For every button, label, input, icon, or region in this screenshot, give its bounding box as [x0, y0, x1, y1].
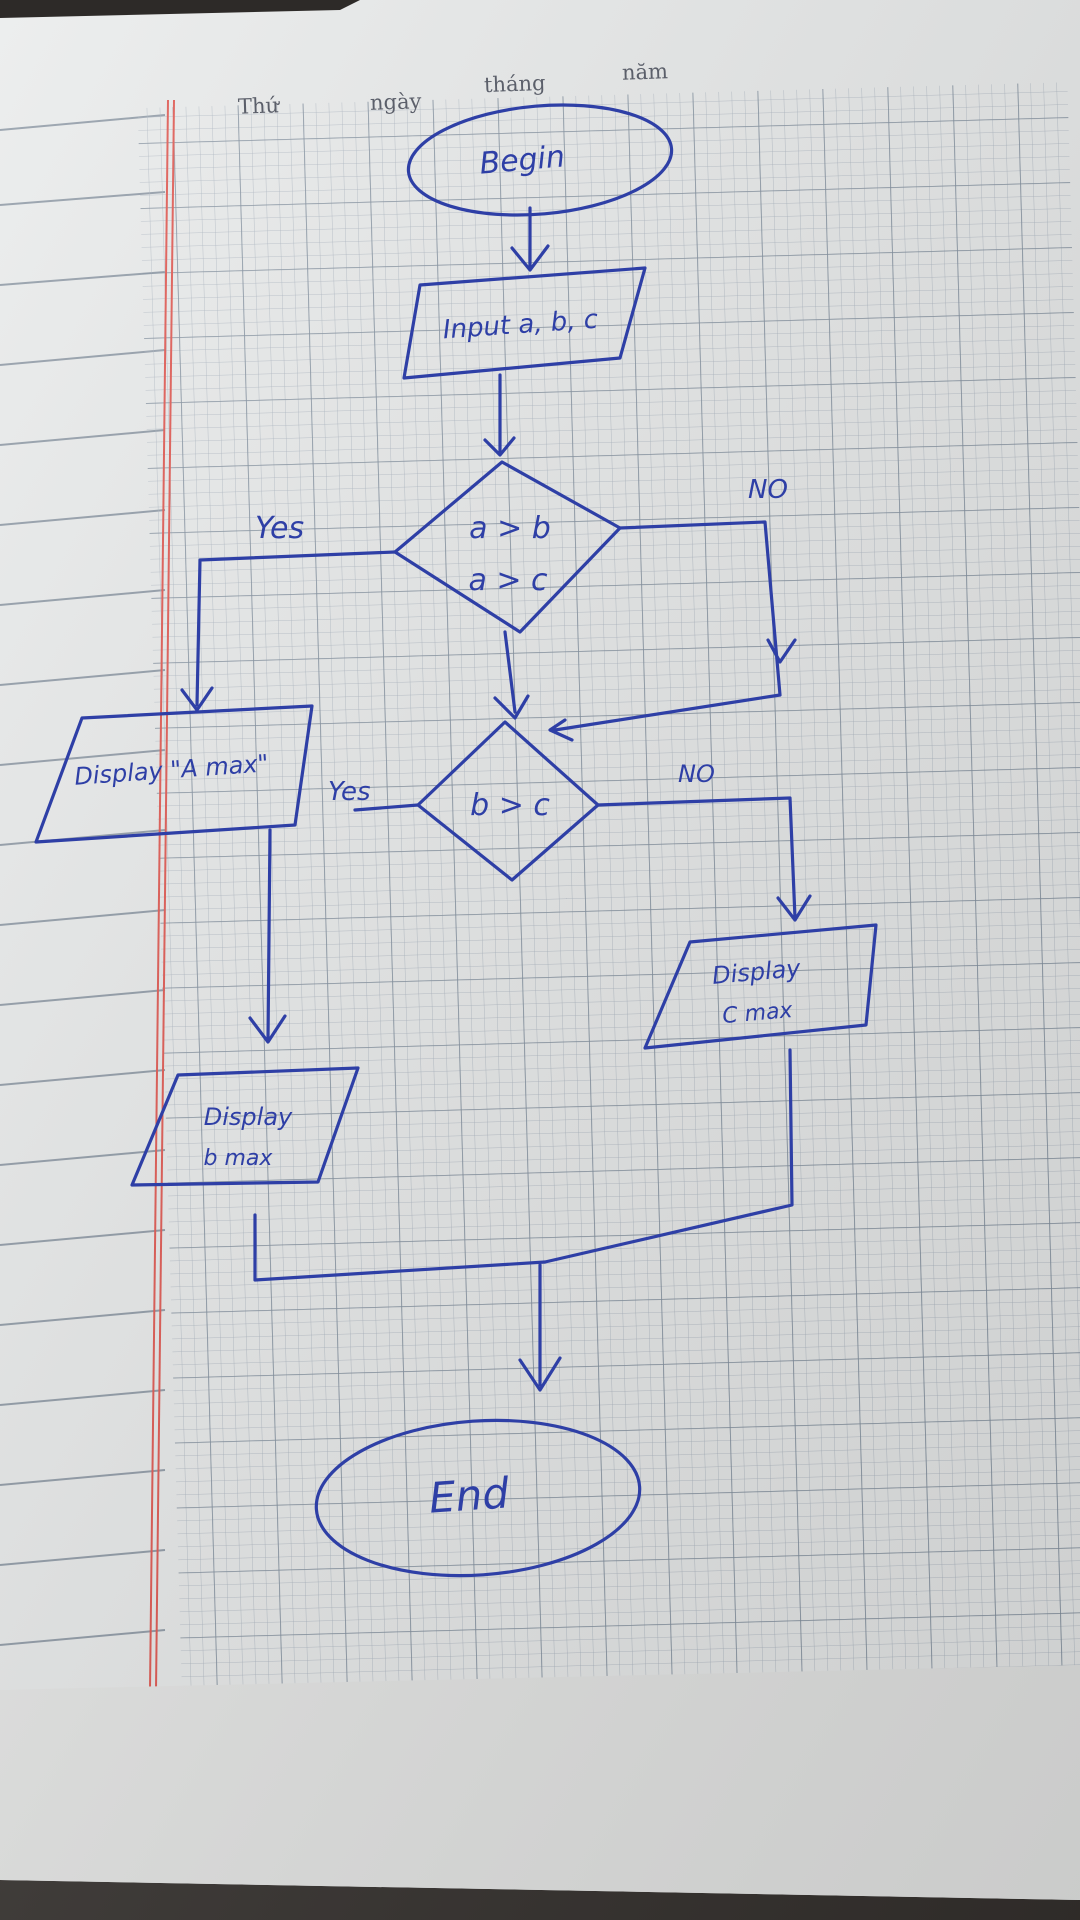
start-label: Begin	[478, 139, 566, 181]
input-box	[402, 266, 647, 380]
end-terminal	[314, 1418, 642, 1578]
output-c-line2: C max	[721, 998, 794, 1029]
decision1-line2: a > c	[468, 563, 548, 598]
merge-right-line	[543, 1048, 794, 1264]
decision2-diamond	[416, 720, 600, 882]
arrow-decision2-no	[596, 796, 812, 922]
arrow-decision1-yes	[180, 550, 397, 712]
merge-left-line	[253, 1213, 547, 1282]
output-b-line2: b max	[204, 1146, 274, 1171]
arrow-decision1-decision2	[493, 630, 530, 720]
arrow-decision2-yes	[248, 803, 420, 1044]
arrow-merge-end	[518, 1263, 562, 1392]
end-label: End	[427, 1468, 510, 1522]
decision1-no-label: NO	[748, 475, 788, 505]
decision2-yes-label: Yes	[328, 777, 371, 807]
arrow-decision1-no	[548, 520, 797, 742]
output-b-box	[130, 1066, 360, 1187]
output-a-label: Display "A max"	[73, 749, 269, 791]
decision1-line1: a > b	[469, 511, 551, 546]
decision1-yes-label: Yes	[255, 511, 304, 546]
output-c-line1: Display	[711, 954, 802, 990]
arrow-begin-input	[510, 206, 550, 272]
decision2-label: b > c	[470, 788, 550, 823]
output-c-box	[643, 923, 878, 1050]
output-a-box	[34, 704, 314, 844]
start-terminal	[406, 103, 674, 217]
arrow-input-decision1	[483, 373, 516, 457]
decision1-diamond	[393, 460, 622, 634]
decision2-no-label: NO	[678, 760, 715, 788]
output-b-line1: Display	[204, 1103, 293, 1131]
input-label: Input a, b, c	[442, 305, 599, 346]
